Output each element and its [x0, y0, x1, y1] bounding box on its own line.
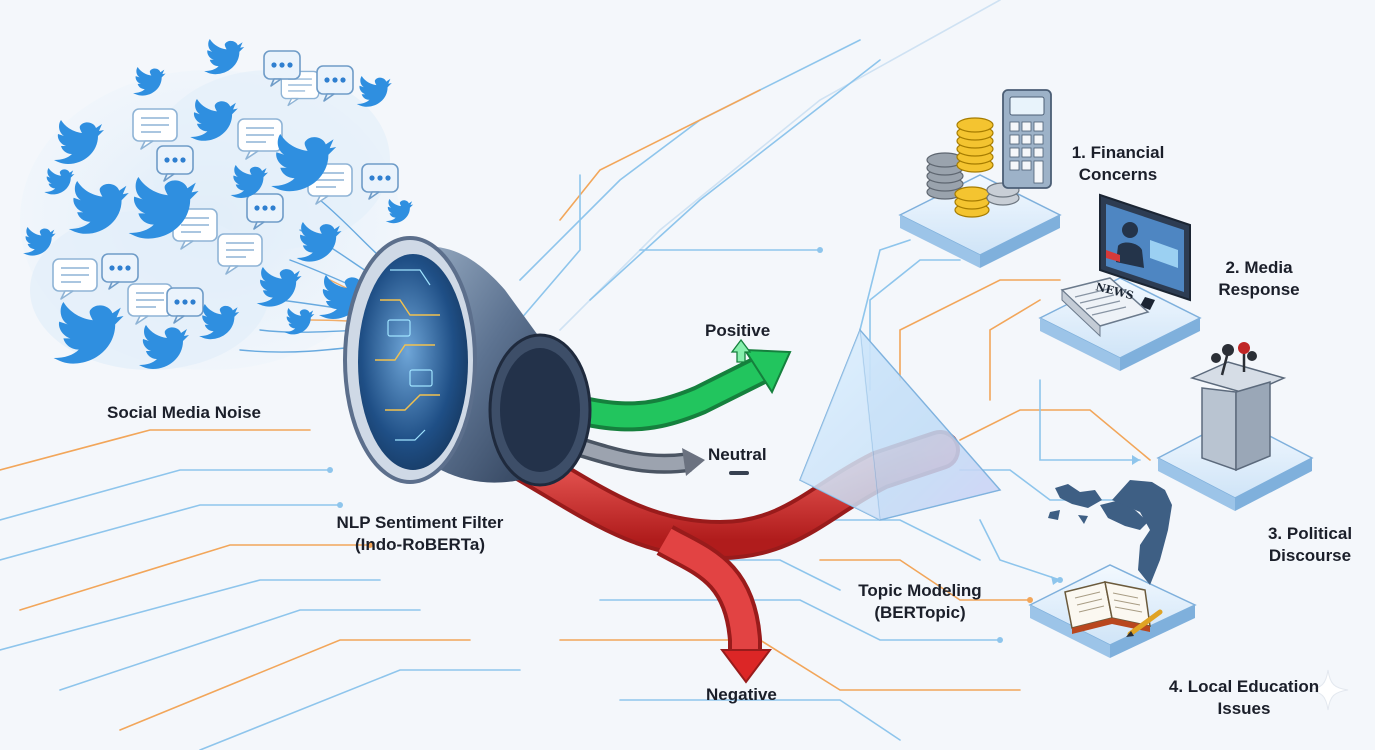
topic-2-label: 2. Media Response — [1196, 257, 1322, 301]
topic-model-label: Topic Modeling (BERTopic) — [845, 580, 995, 624]
filter-label: NLP Sentiment Filter (Indo-RoBERTa) — [325, 512, 515, 556]
topic-model-label-line2: (BERTopic) — [874, 603, 966, 622]
topic-1-label: 1. Financial Concerns — [1058, 142, 1178, 186]
podium-icon — [1189, 361, 1287, 472]
source-label: Social Media Noise — [107, 403, 261, 422]
calculator-icon — [1002, 89, 1052, 189]
topic-model-label-line1: Topic Modeling — [858, 581, 982, 600]
neutral-dash-icon — [729, 471, 749, 475]
book-icon — [1064, 581, 1151, 634]
topic-3-line2: Discourse — [1268, 546, 1352, 565]
pencil-icon — [1126, 609, 1163, 637]
filter-label-line2: (Indo-RoBERTa) — [355, 535, 485, 554]
topic-1-line2: Concerns — [1078, 165, 1158, 184]
topic-3-line1: 3. Political — [1267, 524, 1353, 543]
topic-4-line1: 4. Local Education — [1168, 677, 1320, 696]
topic-3-label: 3. Political Discourse — [1252, 523, 1368, 567]
twitter-bird-icon — [204, 39, 245, 75]
financial-platform — [898, 89, 1062, 268]
positive-up-icon — [730, 338, 752, 363]
political-platform — [1156, 342, 1314, 511]
newspaper-icon: NEWS — [1060, 277, 1150, 338]
monitor-icon — [1099, 193, 1191, 310]
negative-label: Negative — [706, 685, 777, 704]
topic-2-line1: 2. Media — [1225, 258, 1293, 277]
sparkle-icon — [1307, 669, 1349, 711]
funnel-icon — [343, 236, 592, 487]
topic-4-label: 4. Local Education Issues — [1168, 676, 1320, 720]
circuit-traces — [0, 0, 1163, 750]
topic-4-line2: Issues — [1217, 699, 1271, 718]
microphone-icon — [1211, 342, 1257, 376]
topic-1-line1: 1. Financial — [1071, 143, 1165, 162]
prism-icon — [799, 328, 1002, 521]
education-platform — [1028, 480, 1197, 658]
map-icon — [1048, 480, 1172, 585]
social-media-cloud — [20, 39, 414, 370]
filter-label-line1: NLP Sentiment Filter — [336, 513, 504, 532]
topic-2-line2: Response — [1218, 280, 1300, 299]
neutral-label: Neutral — [708, 445, 767, 464]
positive-label: Positive — [705, 321, 771, 340]
media-platform: NEWS — [1038, 193, 1202, 371]
coins-icon — [926, 117, 1020, 218]
